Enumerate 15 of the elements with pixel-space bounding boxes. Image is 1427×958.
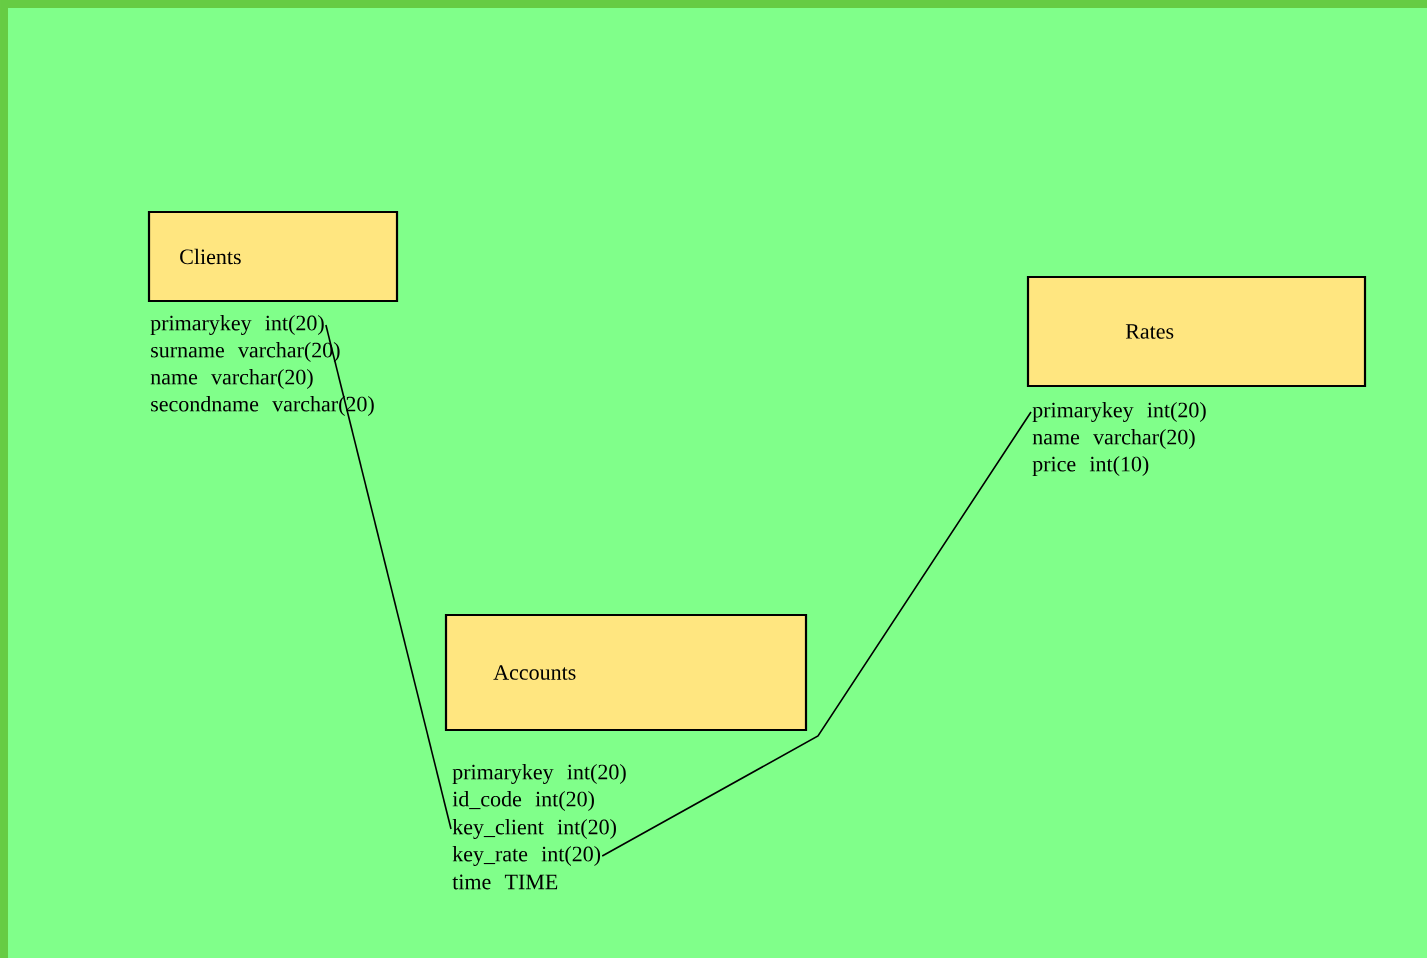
- field-text: time TIME: [452, 874, 558, 890]
- field-text: name varchar(20): [1032, 429, 1195, 449]
- table-box: Rates: [1026, 275, 1367, 388]
- connector-line: [325, 324, 452, 830]
- field-text: key_rate int(20): [452, 846, 601, 866]
- table-box: Accounts: [444, 613, 808, 732]
- field-text: primarykey int(20): [150, 315, 324, 335]
- field-text: price int(10): [1032, 456, 1149, 476]
- connector-line: [601, 411, 1032, 857]
- field-text: primarykey int(20): [452, 764, 626, 784]
- field-text: primarykey int(20): [1032, 402, 1206, 422]
- field-text: name varchar(20): [150, 369, 313, 389]
- table-box: Clients: [147, 210, 399, 303]
- field-text: id_code int(20): [452, 791, 594, 811]
- field-text: key_client int(20): [452, 819, 616, 839]
